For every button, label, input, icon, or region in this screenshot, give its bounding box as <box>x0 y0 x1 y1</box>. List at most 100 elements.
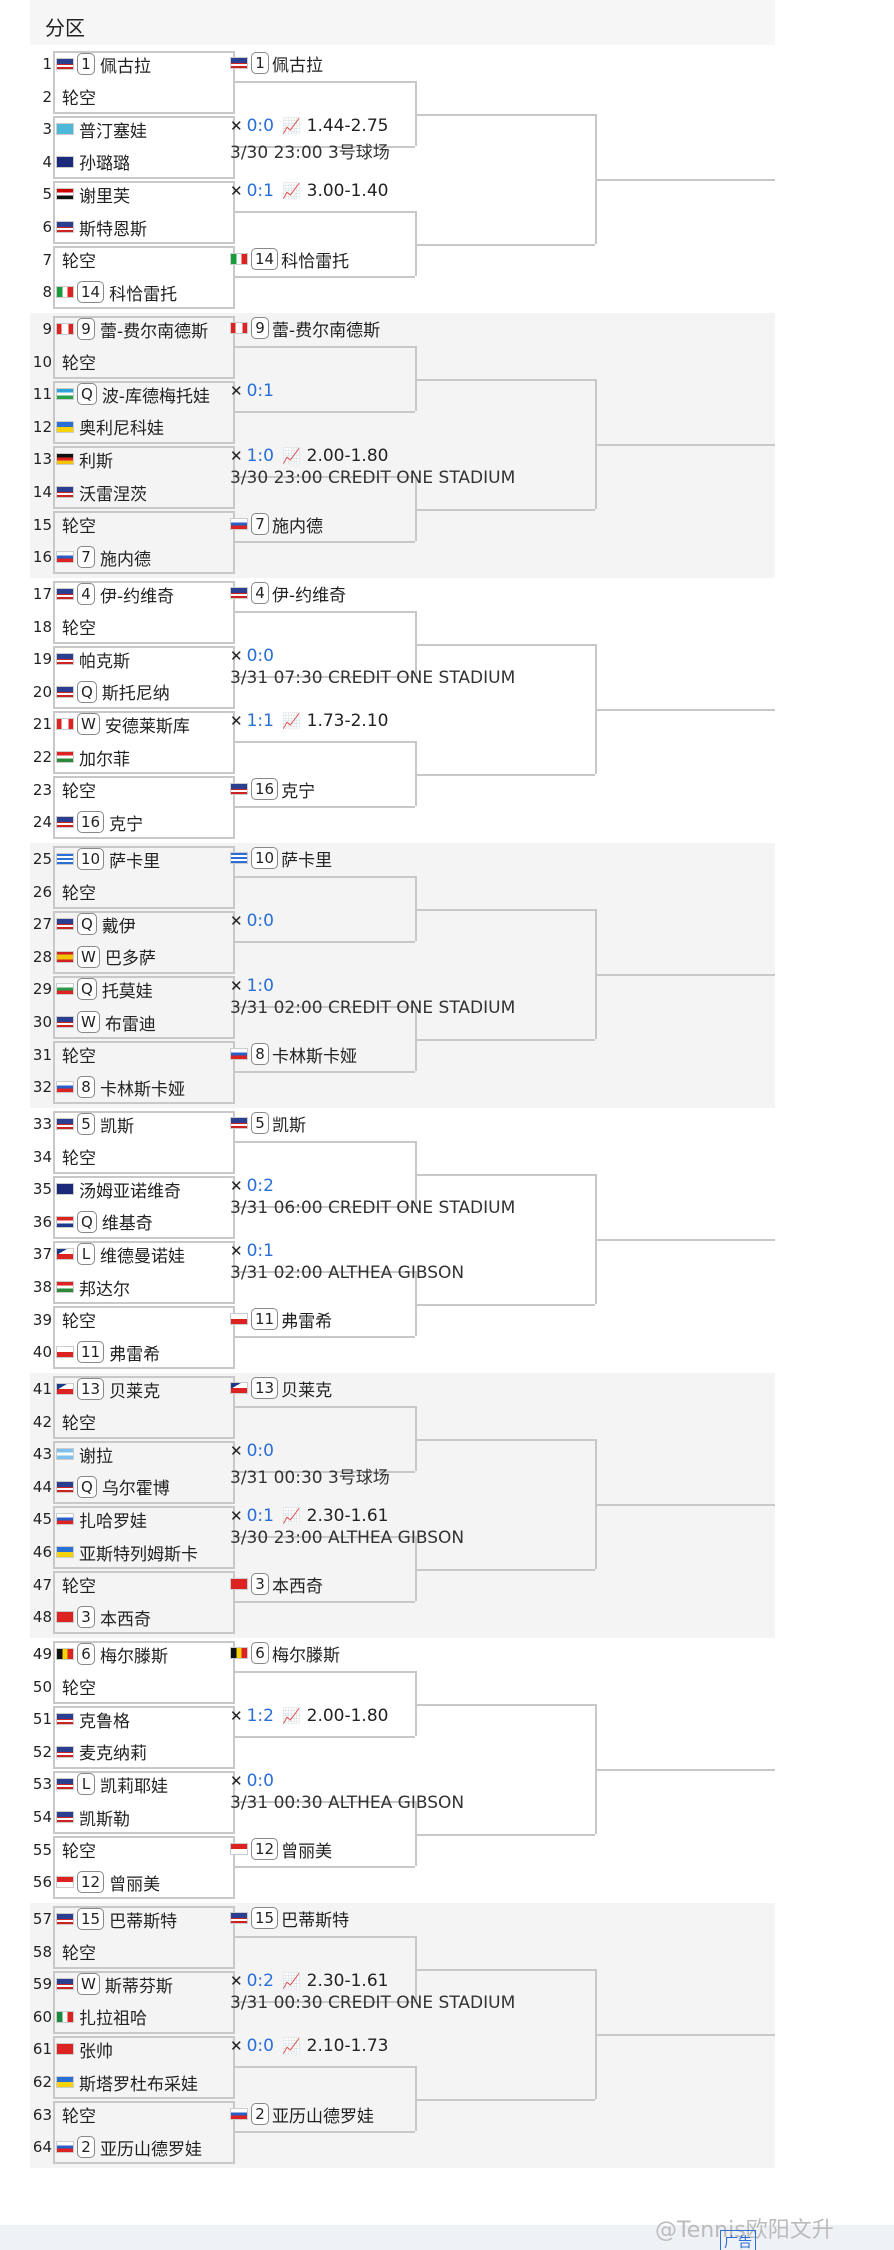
match-info[interactable]: ✕1:1📈1.73-2.10 <box>230 711 388 731</box>
match-info[interactable]: ✕0:0 <box>230 911 282 931</box>
ad-label[interactable]: 广告 <box>720 2230 756 2250</box>
seed-badge: 14 <box>77 281 105 304</box>
match-info[interactable]: ✕1:2📈2.00-1.80 <box>230 1706 388 1726</box>
match-info[interactable]: ✕0:1 <box>230 381 282 401</box>
seed-badge: Q <box>77 1210 97 1233</box>
flag-icon <box>56 58 74 70</box>
match-info[interactable]: ✕0:0📈2.10-1.73 <box>230 2036 388 2056</box>
match-info[interactable]: ✕0:1📈3.00-1.40 <box>230 181 388 201</box>
